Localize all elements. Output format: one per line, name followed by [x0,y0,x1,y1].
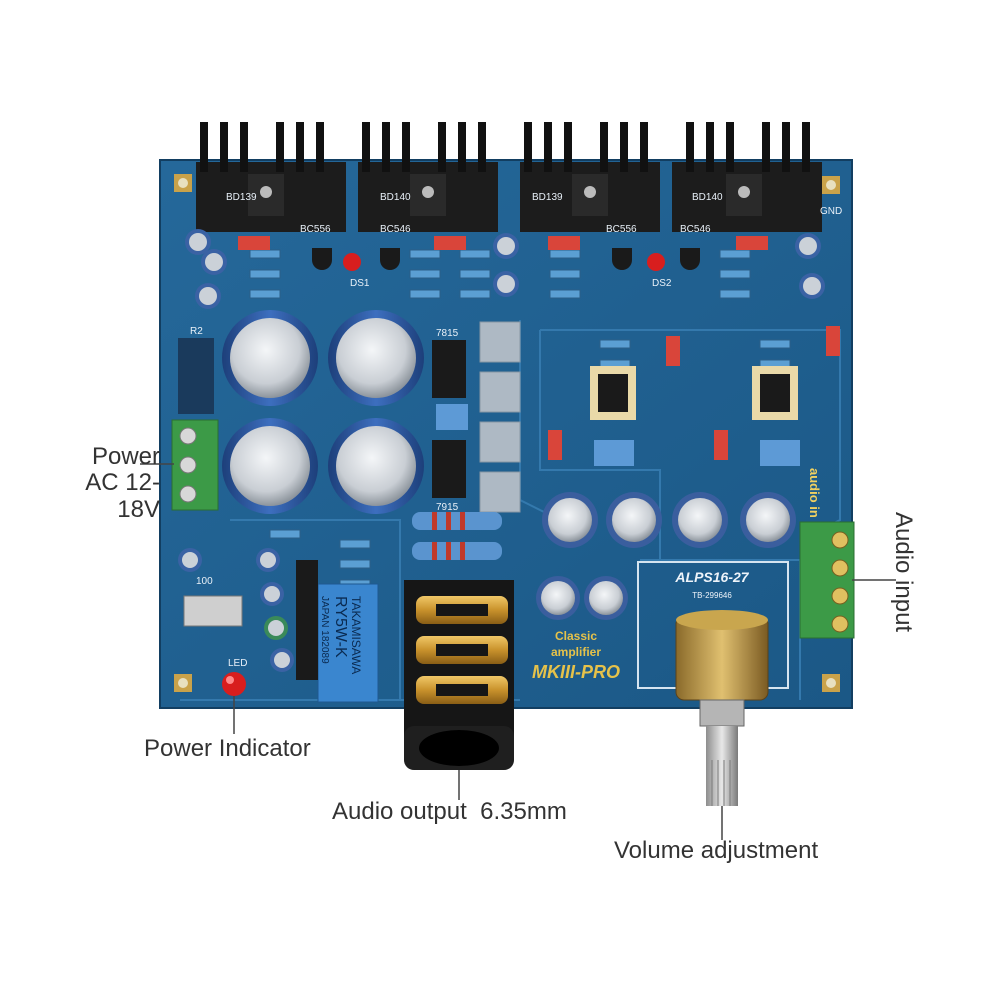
transistor-label-1: BD139 [226,192,257,203]
regulator-label-7915: 7915 [436,502,459,513]
relay-text-2: RY5W-K [332,596,349,658]
heatsinks [196,122,822,232]
silk-r2: R2 [190,326,203,337]
brand-line-2: amplifier [551,645,601,659]
silk-100: 100 [196,576,213,587]
power-terminal [171,419,219,511]
voltage-regulators [432,340,466,498]
silk-audio-in: audio in [807,468,822,518]
led-label-ds2: DS2 [652,278,672,289]
audio-input-callout-text: Audio input [890,512,917,633]
power-resistors [412,512,502,560]
fuse-holder [183,595,243,627]
led-label-ds1: DS1 [350,278,370,289]
small-transistor-label-3: BC556 [606,224,637,235]
power-callout: Power AC 12-18V [48,443,160,523]
resistors [249,249,791,589]
power-callout-line1: Power [91,443,160,470]
opamps [590,366,798,420]
brand-line-1: Classic [555,629,597,643]
brand-line-3: MKIII-PRO [532,662,620,682]
volume-potentiometer [675,610,769,806]
transistor-label-3: BD139 [532,192,563,203]
relay: TAKAMISAWA RY5W-K JAPAN 182089 [317,583,379,703]
headphone-jack [404,580,514,770]
silk-gnd: GND [820,206,842,217]
audio-input-terminal [799,521,855,639]
main-filter-capacitors [222,310,424,514]
volume-adjustment-callout: Volume adjustment [614,837,819,864]
audio-output-callout: Audio output 6.35mm [332,798,567,825]
relay-text-3: JAPAN 182089 [319,596,330,664]
mounting-holes [174,174,840,692]
audio-input-callout: Audio input [880,508,920,658]
small-transistor-label-4: BC546 [680,224,711,235]
pot-sub-label: TB-299646 [692,591,732,600]
silk-led: LED [228,658,247,669]
relay-text-1: TAKAMISAWA [349,596,363,674]
power-indicator-callout: Power Indicator [144,735,311,762]
coupling-capacitors [536,492,796,620]
ic-bar [296,560,318,680]
power-callout-line2: AC 12-18V [85,469,160,523]
small-electrolytics [178,229,825,672]
blue-film-caps [436,404,800,466]
power-led [222,672,246,696]
regulator-label-7815: 7815 [436,328,459,339]
small-transistor-label-2: BC546 [380,224,411,235]
pot-label: ALPS16-27 [674,569,749,585]
transistor-label-2: BD140 [380,192,411,203]
transistor-label-4: BD140 [692,192,723,203]
box-capacitors [479,321,521,513]
small-transistor-label-1: BC556 [300,224,331,235]
callout-lines [140,463,896,840]
small-parts [312,248,700,271]
bridge-rectifier [178,338,214,414]
film-caps-red [238,236,840,460]
